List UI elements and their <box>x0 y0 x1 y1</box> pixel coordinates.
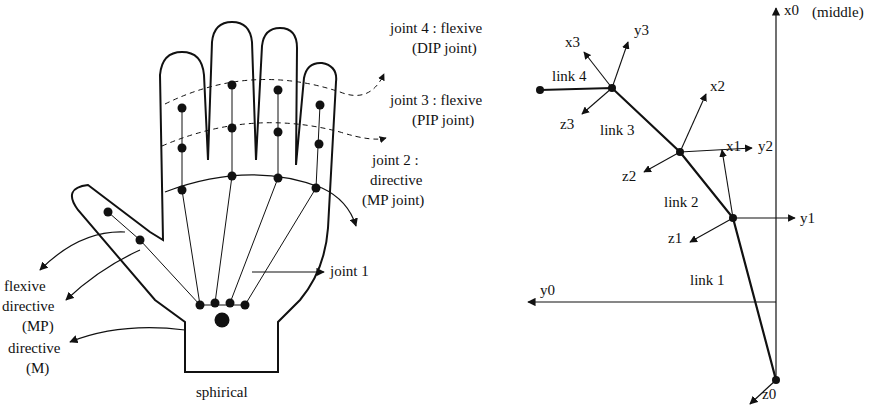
axis-label: x3 <box>565 34 580 51</box>
joint-label: directive <box>2 298 54 315</box>
axis-label: x1 <box>726 138 741 155</box>
axis-label: (middle) <box>812 4 864 21</box>
axis-label: y1 <box>800 210 815 227</box>
axis-label: z2 <box>622 168 636 185</box>
joint-label: joint 3 : flexive <box>390 92 482 109</box>
joint-label: (M) <box>26 360 49 377</box>
joint-label: (PIP joint) <box>412 112 474 129</box>
axis-label: link 2 <box>664 194 699 211</box>
hand-outline <box>72 22 336 372</box>
axis-label: link 1 <box>690 272 725 289</box>
joint3-arc <box>162 123 386 146</box>
axis-label: z1 <box>668 230 682 247</box>
joint-label: joint 1 <box>330 263 369 280</box>
joint-label: (MP) <box>22 318 54 335</box>
joint-label: (DIP joint) <box>412 40 477 57</box>
axis-label: y3 <box>634 22 649 39</box>
axis-label: x2 <box>710 78 725 95</box>
joint-label: joint 4 : flexive <box>390 20 482 37</box>
joint2-arc <box>165 175 356 226</box>
chain-joint-dots <box>536 84 780 384</box>
joint-label: flexive <box>4 278 46 295</box>
joint-label: directive <box>8 340 60 357</box>
joint-label: sphirical <box>196 384 248 401</box>
joint-label: joint 2 : <box>372 152 419 169</box>
axis-label: link 4 <box>552 68 587 85</box>
axis-label: y2 <box>758 138 773 155</box>
thumb-m-arrow <box>70 328 185 342</box>
axis-label: link 3 <box>600 122 635 139</box>
joint4-arc <box>165 74 384 104</box>
kinematic-chain <box>528 8 795 404</box>
axis-label: y0 <box>540 282 555 299</box>
axis-label: x0 <box>784 2 799 19</box>
axis-label: z3 <box>560 116 574 133</box>
joint-dots <box>104 81 325 328</box>
joint-label: (MP joint) <box>362 192 424 209</box>
axis-label: z0 <box>762 386 776 403</box>
joint1-arrow <box>252 271 324 272</box>
joint-label: directive <box>370 172 422 189</box>
thumb-mp-arrow2 <box>66 250 140 300</box>
